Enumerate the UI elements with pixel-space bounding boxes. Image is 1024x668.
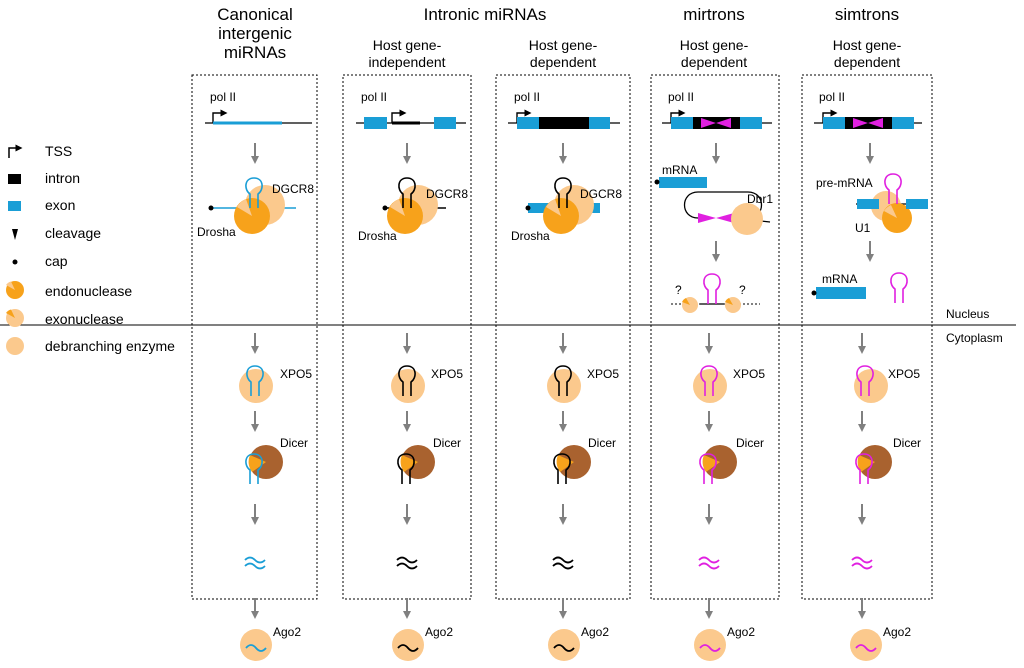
- xpo5-icon: [239, 369, 273, 403]
- header-canonical-3: miRNAs: [224, 43, 286, 62]
- pol2-label: pol II: [210, 90, 236, 104]
- box-simtrons: [801, 74, 933, 600]
- premrna-label: pre-mRNA: [816, 176, 873, 190]
- legend-exon-icon: [8, 201, 21, 211]
- header-simtrons: simtrons: [835, 5, 899, 24]
- column-headers: Canonical intergenic miRNAs Intronic miR…: [217, 5, 901, 70]
- legend-exon: exon: [45, 197, 75, 213]
- drosha-label: Drosha: [358, 229, 397, 243]
- legend-tss-icon: [8, 144, 23, 158]
- cap-icon: [208, 205, 214, 211]
- ago2-label: Ago2: [581, 625, 609, 639]
- legend-cap-icon: [12, 259, 18, 265]
- dicer-label: Dicer: [433, 436, 461, 450]
- drosha-label: Drosha: [197, 225, 236, 239]
- dgcr8-label: DGCR8: [426, 187, 468, 201]
- legend: TSS intron exon cleavage cap endonucleas…: [6, 143, 175, 355]
- question-right: ?: [739, 283, 746, 297]
- legend-exonuclease-icon: [6, 309, 24, 327]
- legend-intron-icon: [8, 174, 21, 184]
- legend-debranching-icon: [6, 337, 24, 355]
- col-host-independent: pol II DGCR8 Drosha XPO5 Dicer Ago2: [356, 90, 468, 661]
- col-simtrons: pol II pre-mRNA U1 mRNA XPO5 Dicer: [811, 90, 928, 661]
- ago2-label: Ago2: [883, 625, 911, 639]
- question-left: ?: [675, 283, 682, 297]
- legend-tss: TSS: [45, 143, 72, 159]
- box-mirtrons: [650, 74, 780, 600]
- dicer-label: Dicer: [588, 436, 616, 450]
- ago2-label: Ago2: [727, 625, 755, 639]
- legend-intron: intron: [45, 170, 80, 186]
- mrna-label: mRNA: [822, 272, 857, 286]
- col-mirtrons: pol II mRNA Dbr1 ? ? XPO5 Dic: [654, 90, 773, 661]
- ago2-label: Ago2: [425, 625, 453, 639]
- pol2-label: pol II: [514, 90, 540, 104]
- legend-cleavage-icon: [12, 229, 18, 240]
- xpo5-label: XPO5: [733, 367, 765, 381]
- legend-debranching: debranching enzyme: [45, 338, 175, 354]
- pol2-label: pol II: [361, 90, 387, 104]
- ago2-label: Ago2: [273, 625, 301, 639]
- tss-icon: [212, 109, 228, 123]
- legend-endonuclease: endonuclease: [45, 283, 132, 299]
- subheader-col2-1: Host gene-: [373, 37, 442, 53]
- mrna-label: mRNA: [662, 163, 697, 177]
- label-cytoplasm: Cytoplasm: [946, 331, 1003, 345]
- pol2-label: pol II: [668, 90, 694, 104]
- tss-icon: [391, 109, 407, 123]
- dicer-label: Dicer: [736, 436, 764, 450]
- legend-cleavage: cleavage: [45, 225, 101, 241]
- header-mirtrons: mirtrons: [683, 5, 744, 24]
- dicer-label: Dicer: [280, 436, 308, 450]
- header-canonical-1: Canonical: [217, 5, 293, 24]
- subheader-col2-2: independent: [368, 54, 445, 70]
- dgcr8-label: DGCR8: [580, 187, 622, 201]
- subheader-col4-2: dependent: [681, 54, 747, 70]
- pol2-label: pol II: [819, 90, 845, 104]
- legend-exonuclease: exonuclease: [45, 311, 124, 327]
- col-host-dependent: pol II DGCR8 Drosha XPO5 Dicer Ago2: [508, 90, 622, 661]
- label-nucleus: Nucleus: [946, 307, 989, 321]
- u1-label: U1: [855, 221, 871, 235]
- header-intronic: Intronic miRNAs: [424, 5, 547, 24]
- dbr1-icon: [731, 203, 763, 235]
- col-canonical: pol II DGCR8 Drosha XPO5 Dicer Ago2: [197, 90, 314, 661]
- legend-cap: cap: [45, 253, 68, 269]
- subheader-col3-1: Host gene-: [529, 37, 598, 53]
- dgcr8-label: DGCR8: [272, 182, 314, 196]
- header-canonical-2: intergenic: [218, 24, 292, 43]
- mirna-duplex: [244, 556, 266, 570]
- dbr1-label: Dbr1: [747, 192, 773, 206]
- xpo5-label: XPO5: [587, 367, 619, 381]
- legend-endonuclease-icon: [6, 281, 24, 299]
- drosha-label: Drosha: [511, 229, 550, 243]
- subheader-col5-2: dependent: [834, 54, 900, 70]
- ago2-icon: [240, 629, 272, 661]
- dicer-label: Dicer: [893, 436, 921, 450]
- xpo5-label: XPO5: [431, 367, 463, 381]
- subheader-col3-2: dependent: [530, 54, 596, 70]
- subheader-col5-1: Host gene-: [833, 37, 902, 53]
- xpo5-label: XPO5: [888, 367, 920, 381]
- subheader-col4-1: Host gene-: [680, 37, 749, 53]
- xpo5-label: XPO5: [280, 367, 312, 381]
- box-canonical: [191, 74, 318, 600]
